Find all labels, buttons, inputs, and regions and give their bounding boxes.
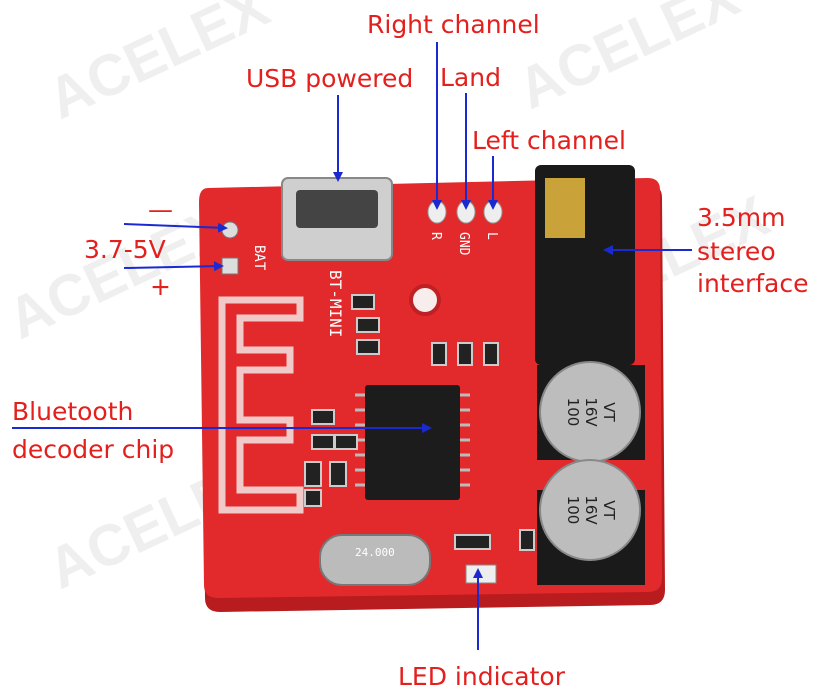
arrow-minus [123,222,228,233]
mounting-hole [409,284,441,316]
capacitor-top: VT 16V 100 [537,361,645,463]
label-minus: — [148,195,173,224]
label-led-indicator: LED indicator [398,662,566,691]
cap-value: 100 [564,398,582,427]
cap-voltage: 16V [582,495,600,525]
crystal-label: 24.000 [355,546,395,559]
label-left-channel: Left channel [472,126,626,155]
cap-voltage: 16V [582,397,600,427]
label-usb-powered: USB powered [246,64,413,93]
pad-minus [221,221,239,239]
label-chip-line1: Bluetooth [12,397,133,426]
led [465,564,497,584]
annotation-arrows [12,42,692,650]
label-jack-line2: stereo [697,237,776,266]
smd-components [304,294,535,551]
label-chip-line2: decoder chip [12,435,174,464]
label-land: Land [440,63,501,92]
pcb-board: BT-MINI BAT R GND L 24.000 VT 16V 100 [199,165,665,612]
cap-series: VT [600,500,618,520]
silk-r: R [428,232,443,240]
silk-gnd: GND [456,232,471,256]
silk-l: L [484,232,499,240]
silk-bat: BAT [251,245,267,271]
antenna-trace [218,296,304,514]
arrow-plus [123,261,224,272]
pad-plus [221,257,239,275]
crystal [319,534,431,586]
label-jack-line3: interface [697,269,809,298]
label-plus: + [150,272,171,301]
capacitor-bottom: VT 16V 100 [537,459,645,585]
decoder-chip [365,385,460,500]
cap-series: VT [600,402,618,422]
label-right-channel: Right channel [367,10,540,39]
silk-model: BT-MINI [326,270,345,337]
label-voltage: 3.7-5V [84,235,166,264]
label-jack-line1: 3.5mm [697,203,785,232]
watermark: ACELEX [508,0,749,122]
cap-value: 100 [564,496,582,525]
watermark: ACELEX [38,0,279,132]
